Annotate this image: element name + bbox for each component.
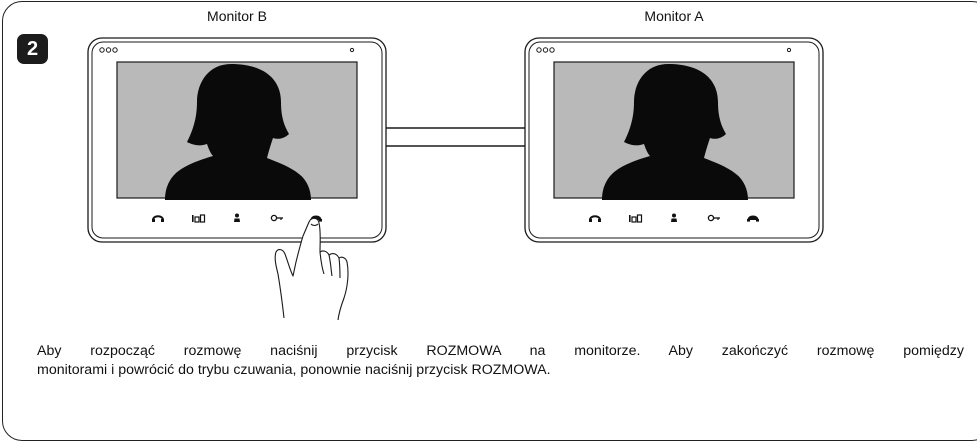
hand-pressing-icon [274,217,349,321]
connection-cable [386,127,525,147]
step-number-badge: 2 [17,34,48,64]
instruction-line-1: Aby rozpocząć rozmowę naciśnij przycisk … [37,343,964,359]
instruction-line-2: monitorami i powrócić do trybu czuwania,… [37,362,551,378]
monitor-b-label: Monitor B [207,8,267,24]
monitor-a-label: Monitor A [644,8,704,24]
instruction-text: Aby rozpocząć rozmowę naciśnij przycisk … [37,342,964,380]
monitor-a [525,38,823,242]
intercom-diagram [0,0,977,321]
monitor-b [88,38,386,242]
